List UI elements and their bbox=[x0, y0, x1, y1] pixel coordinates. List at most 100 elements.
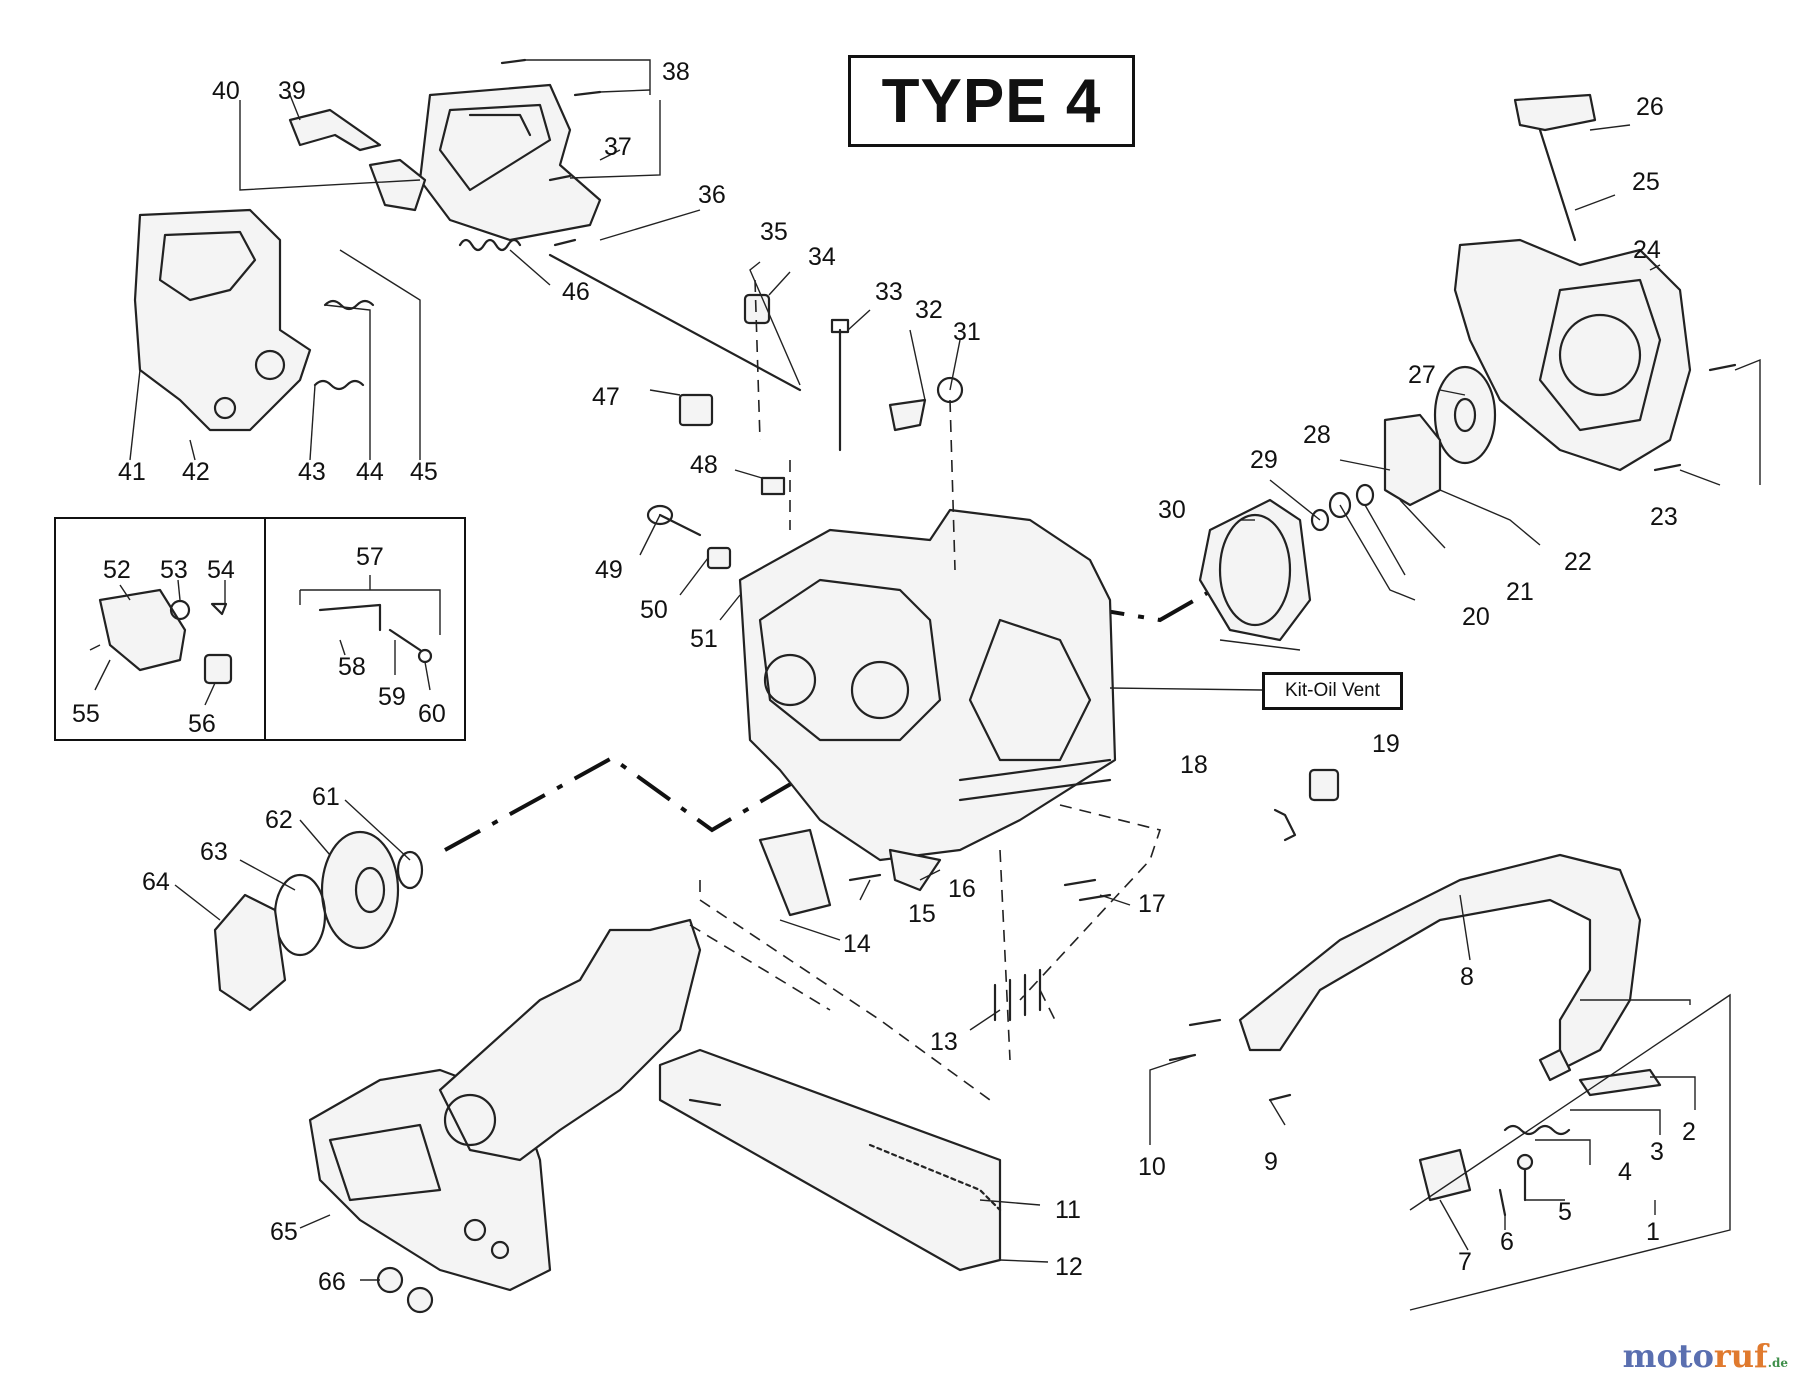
trigger-lockout bbox=[368, 158, 427, 212]
crankcase-plate bbox=[758, 828, 832, 917]
callout-2: 2 bbox=[1682, 1118, 1696, 1146]
callout-63: 63 bbox=[200, 838, 228, 866]
inset-oil-hose bbox=[318, 603, 433, 664]
callout-8: 8 bbox=[1460, 963, 1474, 991]
callout-24: 24 bbox=[1633, 236, 1661, 264]
callout-45: 45 bbox=[410, 458, 438, 486]
callout-23: 23 bbox=[1650, 503, 1678, 531]
callout-14: 14 bbox=[843, 930, 871, 958]
screws-38 bbox=[500, 58, 602, 247]
callout-13: 13 bbox=[930, 1028, 958, 1056]
callout-3: 3 bbox=[1650, 1138, 1664, 1166]
callout-12: 12 bbox=[1055, 1253, 1083, 1281]
callout-30: 30 bbox=[1158, 496, 1186, 524]
type-title-box: TYPE 4 bbox=[848, 55, 1135, 147]
front-handle bbox=[1238, 853, 1642, 1072]
callout-44: 44 bbox=[356, 458, 384, 486]
callout-15: 15 bbox=[908, 900, 936, 928]
callout-20: 20 bbox=[1462, 603, 1490, 631]
callout-36: 36 bbox=[698, 181, 726, 209]
callout-4: 4 bbox=[1618, 1158, 1632, 1186]
misc-screws bbox=[1168, 1018, 1534, 1217]
callout-6: 6 bbox=[1500, 1228, 1514, 1256]
callout-64: 64 bbox=[142, 868, 170, 896]
callout-41: 41 bbox=[118, 458, 146, 486]
phantom-lines bbox=[689, 279, 1162, 1101]
callout-37: 37 bbox=[604, 133, 632, 161]
watermark-part-1: moto bbox=[1622, 1337, 1714, 1375]
callout-56: 56 bbox=[188, 710, 216, 738]
clutch-drum bbox=[320, 830, 400, 950]
watermark-part-3: .de bbox=[1767, 1356, 1788, 1370]
callout-51: 51 bbox=[690, 625, 718, 653]
callout-28: 28 bbox=[1303, 421, 1331, 449]
callout-62: 62 bbox=[265, 806, 293, 834]
callout-21: 21 bbox=[1506, 578, 1534, 606]
brake-band bbox=[438, 918, 702, 1162]
kit-oil-vent-label: Kit-Oil Vent bbox=[1284, 680, 1381, 701]
callout-5: 5 bbox=[1558, 1198, 1572, 1226]
callout-48: 48 bbox=[690, 451, 718, 479]
callout-53: 53 bbox=[160, 556, 188, 584]
callout-17: 17 bbox=[1138, 890, 1166, 918]
assembly-bracket-1 bbox=[1409, 993, 1731, 1311]
callout-66: 66 bbox=[318, 1268, 346, 1296]
callout-34: 34 bbox=[808, 243, 836, 271]
choke-rod bbox=[830, 318, 850, 452]
chain-catcher bbox=[888, 848, 942, 892]
callout-57: 57 bbox=[356, 543, 384, 571]
throttle-spring bbox=[458, 238, 522, 252]
buffer-7 bbox=[1418, 1148, 1472, 1202]
washer-63 bbox=[273, 873, 327, 957]
guide-bar bbox=[658, 1048, 1002, 1272]
callout-9: 9 bbox=[1264, 1148, 1278, 1176]
callout-60: 60 bbox=[418, 700, 446, 728]
starter-pulley bbox=[1433, 365, 1497, 465]
callout-1: 1 bbox=[1646, 1218, 1660, 1246]
callout-43: 43 bbox=[298, 458, 326, 486]
inset-box bbox=[54, 517, 466, 741]
callout-16: 16 bbox=[948, 875, 976, 903]
crankcase bbox=[738, 508, 1117, 862]
callout-11: 11 bbox=[1055, 1196, 1081, 1224]
grommet-34 bbox=[743, 293, 771, 325]
av-springs bbox=[313, 299, 375, 391]
callout-58: 58 bbox=[338, 653, 366, 681]
bolts-13-15-17 bbox=[848, 873, 1112, 1022]
callout-33: 33 bbox=[875, 278, 903, 306]
washer-61 bbox=[396, 850, 424, 890]
callout-65: 65 bbox=[270, 1218, 298, 1246]
top-handle bbox=[418, 83, 602, 242]
rear-handle bbox=[133, 208, 312, 432]
callout-47: 47 bbox=[592, 383, 620, 411]
oil-vent bbox=[1273, 768, 1340, 842]
callout-50: 50 bbox=[640, 596, 668, 624]
callout-18: 18 bbox=[1180, 751, 1208, 779]
inset-oil-pump bbox=[98, 588, 233, 685]
starter-pawl-hub bbox=[1383, 413, 1442, 507]
callout-31: 31 bbox=[953, 318, 981, 346]
callout-54: 54 bbox=[207, 556, 235, 584]
type-title: TYPE 4 bbox=[881, 66, 1102, 136]
starter-handle bbox=[1513, 93, 1597, 242]
callout-25: 25 bbox=[1632, 168, 1660, 196]
throttle-trigger bbox=[288, 108, 382, 152]
callout-52: 52 bbox=[103, 556, 131, 584]
starter-housing bbox=[1453, 238, 1692, 472]
callout-19: 19 bbox=[1372, 730, 1400, 758]
callout-39: 39 bbox=[278, 77, 306, 105]
kit-oil-vent-box: Kit-Oil Vent bbox=[1262, 672, 1403, 710]
callout-42: 42 bbox=[182, 458, 210, 486]
screws-23 bbox=[1653, 363, 1737, 472]
callout-40: 40 bbox=[212, 77, 240, 105]
cover-nuts bbox=[376, 1266, 434, 1314]
callout-26: 26 bbox=[1636, 93, 1664, 121]
watermark-part-2: ruf bbox=[1713, 1337, 1768, 1375]
handle-bracket bbox=[1538, 1048, 1662, 1097]
callout-29: 29 bbox=[1250, 446, 1278, 474]
leader-lines bbox=[89, 59, 1761, 1281]
callout-49: 49 bbox=[595, 556, 623, 584]
callout-46: 46 bbox=[562, 278, 590, 306]
callout-27: 27 bbox=[1408, 361, 1436, 389]
